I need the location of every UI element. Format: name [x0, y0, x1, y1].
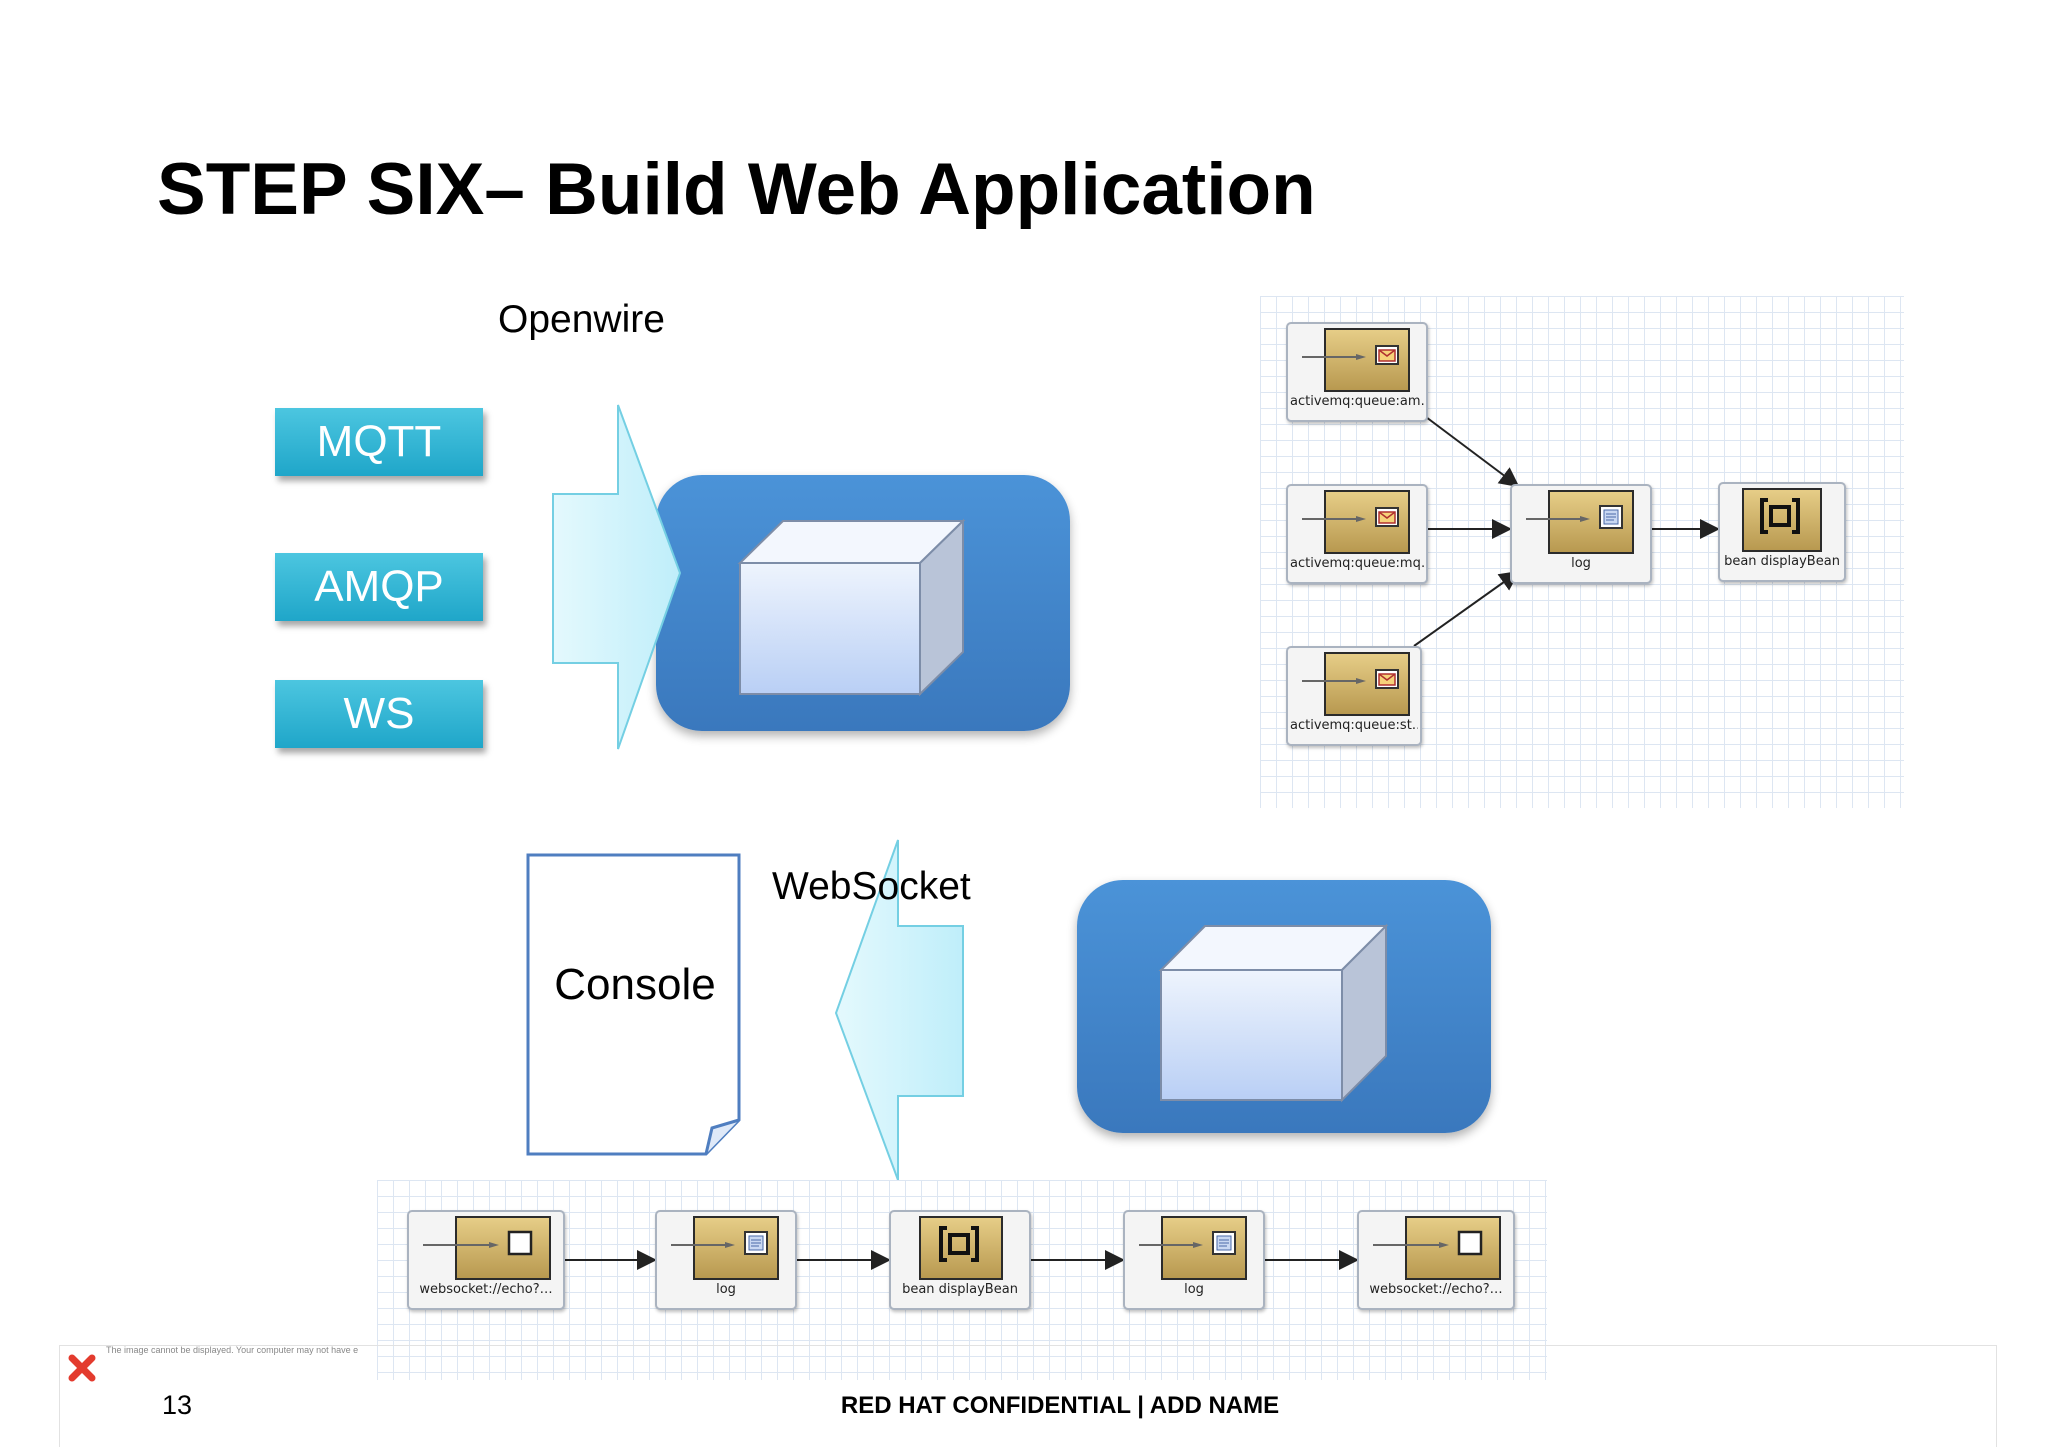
route-node-websocket-out[interactable]: websocket://echo?…: [1357, 1210, 1515, 1310]
route-node-activemq-mq[interactable]: activemq:queue:mq…: [1286, 484, 1428, 584]
route-node-label: bean displayBean: [902, 1282, 1018, 1297]
mail-icon: [1375, 345, 1399, 365]
console-label: Console: [554, 960, 716, 1009]
log-document-icon: [1599, 505, 1623, 529]
openwire-label: Openwire: [498, 298, 665, 341]
route-node-label: activemq:queue:st…: [1290, 718, 1418, 733]
mail-icon: [1375, 669, 1399, 689]
endpoint-box-icon: [1457, 1230, 1483, 1256]
route-node-bean-displaybean[interactable]: bean displayBean: [889, 1210, 1031, 1310]
bean-icon: [939, 1226, 979, 1262]
route-node-bean-displaybean[interactable]: bean displayBean: [1718, 482, 1846, 582]
log-document-icon: [1212, 1231, 1236, 1255]
route-node-log[interactable]: log: [1510, 484, 1652, 584]
broken-image-icon: [68, 1354, 96, 1382]
route-node-label: log: [1184, 1282, 1204, 1297]
route-node-websocket-in[interactable]: websocket://echo?…: [407, 1210, 565, 1310]
broker-bottom: [1077, 880, 1491, 1133]
page-number: 13: [162, 1390, 193, 1420]
websocket-label: WebSocket: [772, 865, 971, 908]
route-bottom-connectors: [563, 1250, 1359, 1270]
route-node-label: activemq:queue:am…: [1290, 394, 1424, 409]
route-node-label: websocket://echo?…: [419, 1282, 553, 1297]
route-node-activemq-am[interactable]: activemq:queue:am…: [1286, 322, 1428, 422]
endpoint-box-icon: [507, 1230, 533, 1256]
broker-top-cube: [737, 518, 966, 697]
websocket-arrow: [834, 839, 964, 1181]
route-node-label: log: [1571, 556, 1591, 571]
route-node-activemq-st[interactable]: activemq:queue:st…: [1286, 646, 1422, 746]
protocol-ws: WS: [275, 680, 483, 748]
route-node-label: log: [716, 1282, 736, 1297]
route-node-label: bean displayBean: [1724, 554, 1840, 569]
broken-image-text: The image cannot be displayed. Your comp…: [106, 1345, 359, 1355]
protocol-amqp: AMQP: [275, 553, 483, 621]
camel-route-bottom: websocket://echo?… log bean displayBean …: [377, 1180, 1547, 1380]
mail-icon: [1375, 507, 1399, 527]
route-node-log-1[interactable]: log: [655, 1210, 797, 1310]
footer-text: RED HAT CONFIDENTIAL | ADD NAME: [840, 1392, 1280, 1419]
openwire-arrow: [552, 404, 682, 750]
route-node-log-2[interactable]: log: [1123, 1210, 1265, 1310]
route-node-label: activemq:queue:mq…: [1290, 556, 1424, 571]
camel-route-top: activemq:queue:am… activemq:queue:mq… ac…: [1260, 296, 1904, 808]
bean-icon: [1760, 498, 1800, 534]
log-document-icon: [744, 1231, 768, 1255]
route-node-label: websocket://echo?…: [1369, 1282, 1503, 1297]
console-document: [526, 853, 741, 1156]
protocol-mqtt: MQTT: [275, 408, 483, 476]
broker-bottom-cube: [1158, 923, 1389, 1103]
footer-bar: [59, 1345, 1997, 1447]
slide-title: STEP SIX– Build Web Application: [157, 149, 1316, 230]
